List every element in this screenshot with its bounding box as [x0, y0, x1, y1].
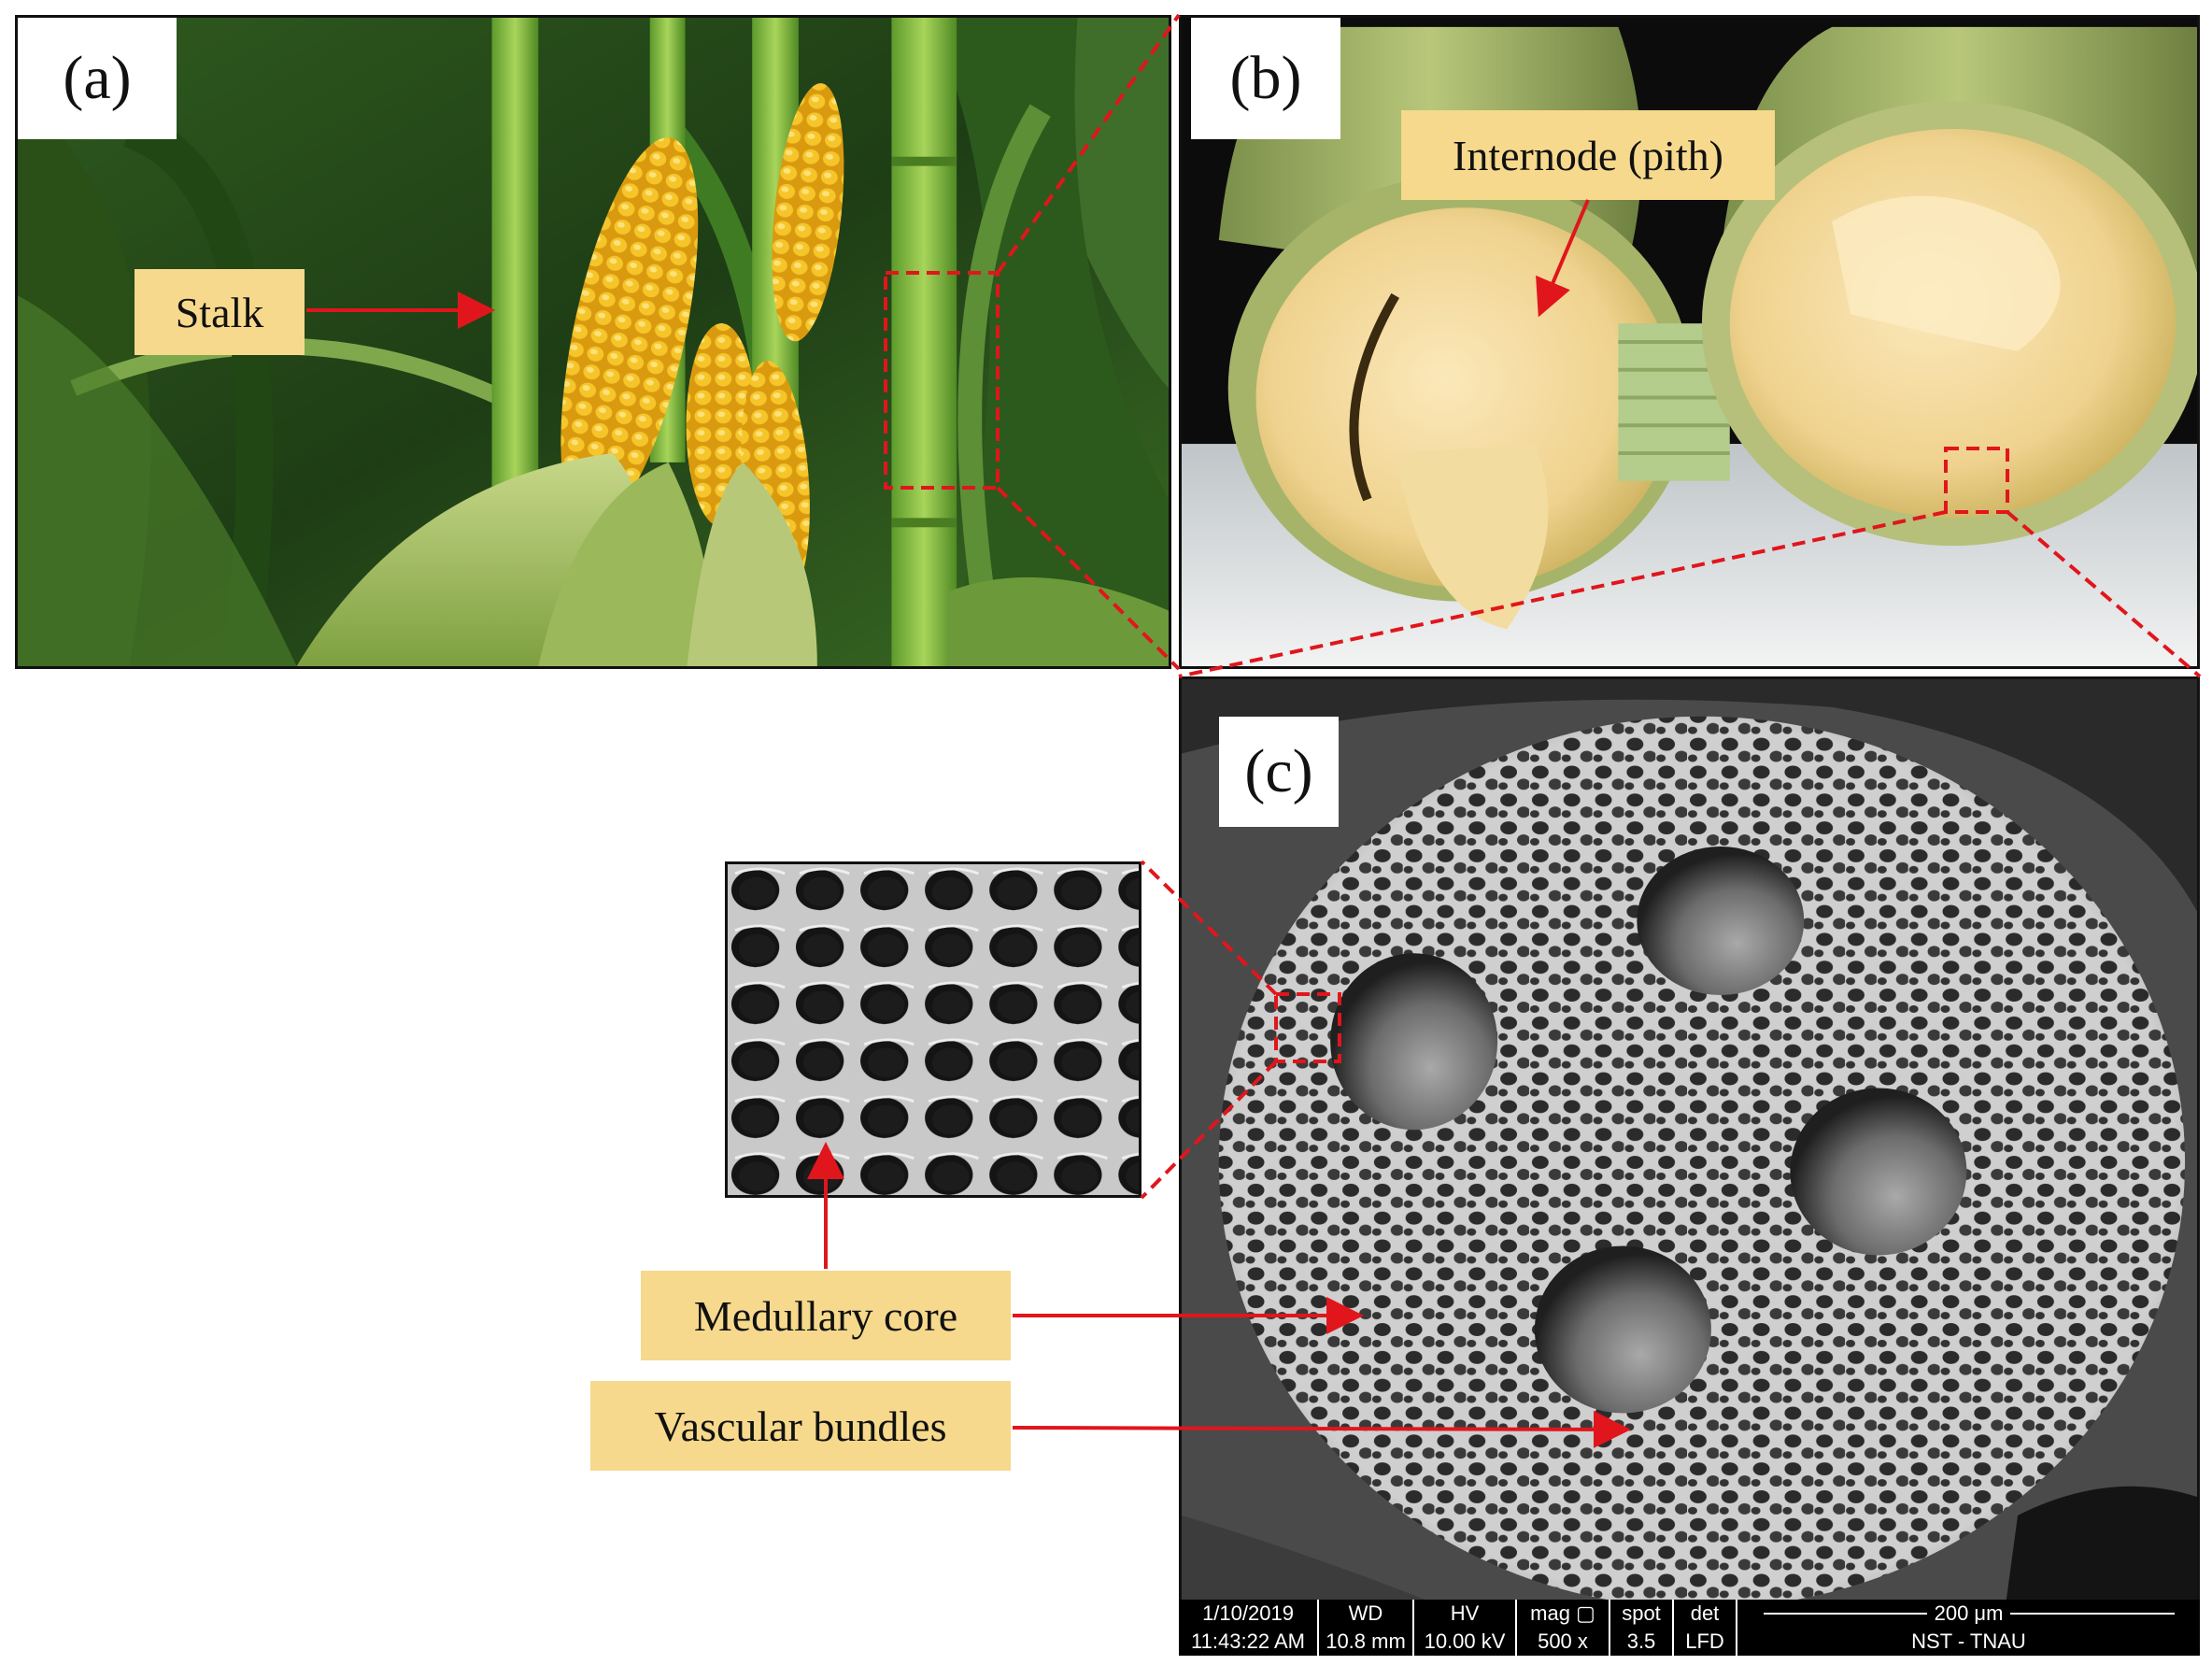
internode-callout: Internode (pith) — [1401, 110, 1775, 200]
sem-det-label: det — [1690, 1601, 1720, 1625]
sem-scale: 200 μm NST - TNAU — [1737, 1600, 2200, 1656]
stalk-callout: Stalk — [135, 269, 305, 355]
sem-datetime: 1/10/2019 11:43:22 AM — [1179, 1600, 1319, 1656]
vascular-callout: Vascular bundles — [590, 1381, 1011, 1471]
sem-info-bar: 1/10/2019 11:43:22 AM WD 10.8 mm HV 10.0… — [1179, 1600, 2200, 1656]
sem-scale-label: 200 μm — [1934, 1601, 2004, 1625]
sem-wd: WD 10.8 mm — [1319, 1600, 1414, 1656]
sem-mag: mag ▢ 500 x — [1517, 1600, 1610, 1656]
medullary-inset-image — [728, 864, 1139, 1195]
panel-a-letter: (a) — [18, 18, 177, 139]
sem-det: det LFD — [1674, 1600, 1737, 1656]
medullary-callout: Medullary core — [641, 1271, 1011, 1360]
sem-hv-label: HV — [1450, 1601, 1480, 1625]
panel-b-letter: (b) — [1191, 18, 1340, 139]
sem-mag-label: mag ▢ — [1530, 1601, 1595, 1625]
panel-c-letter: (c) — [1219, 717, 1339, 827]
sem-scale-bar: 200 μm — [1763, 1601, 2175, 1625]
sem-hv: HV 10.00 kV — [1414, 1600, 1517, 1656]
sem-wd-value: 10.8 mm — [1326, 1629, 1406, 1653]
medullary-inset — [725, 861, 1141, 1198]
sem-det-value: LFD — [1685, 1629, 1724, 1653]
sem-institution: NST - TNAU — [1911, 1629, 2026, 1653]
sem-mag-value: 500 x — [1538, 1629, 1588, 1653]
sem-time: 11:43:22 AM — [1191, 1629, 1305, 1653]
sem-hv-value: 10.00 kV — [1424, 1629, 1506, 1653]
sem-spot-label: spot — [1622, 1601, 1661, 1625]
panel-c-sem-micrograph: (c) — [1179, 676, 2200, 1656]
sem-date: 1/10/2019 — [1202, 1601, 1294, 1625]
sem-spot-value: 3.5 — [1626, 1629, 1656, 1653]
sem-spot: spot 3.5 — [1610, 1600, 1674, 1656]
sem-wd-label: WD — [1348, 1601, 1383, 1625]
sem-cross-section-image — [1182, 679, 2197, 1653]
